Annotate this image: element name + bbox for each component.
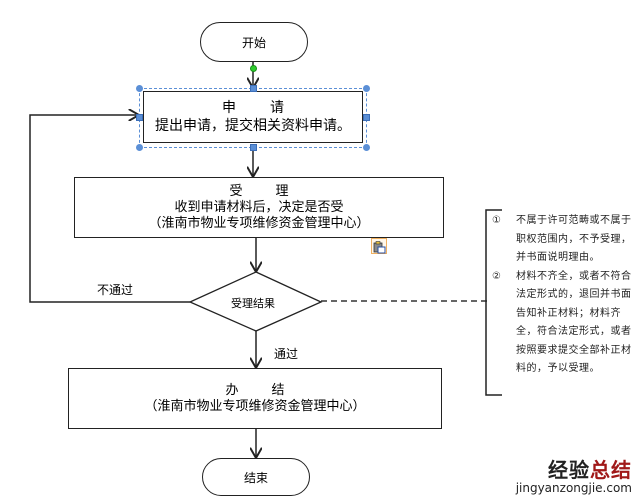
glue-point-handle[interactable]: [250, 65, 257, 72]
apply-title: 申 请: [222, 100, 294, 116]
edge-pass-label: 通过: [274, 347, 299, 361]
edge-reject-loop: [29, 115, 190, 303]
apply-text: 提出申请，提交相关资料申请。: [155, 118, 351, 134]
watermark-url: jingyanzongjie.com: [515, 481, 632, 495]
end-node[interactable]: 结束: [202, 458, 310, 496]
resize-handle-tl[interactable]: [136, 85, 143, 92]
decision-label: 受理结果: [231, 297, 275, 310]
finish-org: （淮南市物业专项维修资金管理中心）: [144, 398, 366, 414]
connection-handle-right[interactable]: [363, 114, 370, 121]
resize-handle-br[interactable]: [363, 144, 370, 151]
watermark-part2: 总结: [590, 458, 632, 482]
finish-title: 办 结: [225, 382, 295, 398]
watermark-part1: 经验: [548, 458, 590, 482]
start-node[interactable]: 开始: [200, 22, 308, 62]
note-item-text: 材料不齐全，或者不符合法定形式的，退回并书面告知补正材料；材料齐全，符合法定形式…: [516, 270, 632, 375]
accept-node[interactable]: 受 理 收到申请材料后，决定是否受 （淮南市物业专项维修资金管理中心）: [74, 177, 444, 238]
accept-title: 受 理: [229, 183, 299, 199]
edge-reject-label: 不通过: [97, 283, 134, 297]
note-item-number: ②: [492, 270, 501, 282]
watermark-logo-text: 经验总结: [516, 454, 632, 483]
resize-handle-tr[interactable]: [363, 85, 370, 92]
note-item: ② 材料不齐全，或者不符合法定形式的，退回并书面告知补正材料；材料齐全，符合法定…: [486, 268, 636, 379]
note-item: ① 不属于许可范畴或不属于职权范围内，不予受理，并书面说明理由。: [486, 212, 636, 268]
end-label: 结束: [243, 470, 268, 485]
connection-handle-left[interactable]: [136, 114, 143, 121]
resize-handle-bl[interactable]: [136, 144, 143, 151]
connection-handle-top[interactable]: [250, 85, 257, 92]
note-bracket: [485, 209, 502, 396]
note-annotation: ① 不属于许可范畴或不属于职权范围内，不予受理，并书面说明理由。 ② 材料不齐全…: [486, 212, 636, 379]
accept-org: （淮南市物业专项维修资金管理中心）: [148, 215, 370, 231]
accept-text: 收到申请材料后，决定是否受: [174, 199, 344, 215]
selection-outline: [139, 88, 367, 148]
note-item-number: ①: [492, 215, 501, 226]
watermark: 经验总结 jingyanzongjie.com: [516, 454, 632, 495]
note-item-text: 不属于许可范畴或不属于职权范围内，不予受理，并书面说明理由。: [516, 215, 632, 263]
connection-handle-bottom[interactable]: [250, 144, 257, 151]
start-label: 开始: [241, 35, 266, 50]
finish-node[interactable]: 办 结 （淮南市物业专项维修资金管理中心）: [68, 368, 442, 429]
paste-options-icon[interactable]: [371, 238, 387, 254]
